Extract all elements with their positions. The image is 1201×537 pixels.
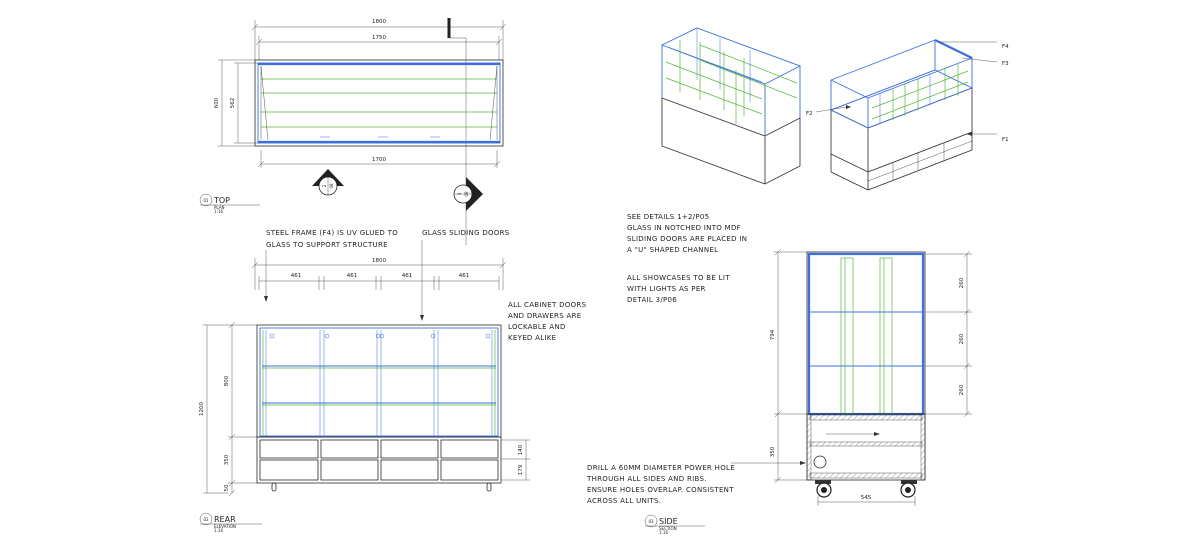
dim-overall-width: 1800 (251, 19, 507, 60)
isometric-view-right: F4 F3 F2 F1 (806, 39, 1009, 191)
svg-text:F2: F2 (806, 111, 813, 117)
note-glass-doors: GLASS SLIDING DOORS (420, 229, 510, 321)
svg-text:1:16: 1:16 (214, 528, 223, 533)
elevation-marker-b: 3 08 (453, 177, 483, 245)
view-title-top: 01 TOP PLAN 1:16 (199, 193, 260, 214)
svg-text:GLASS TO SUPPORT STRUCTURE: GLASS TO SUPPORT STRUCTURE (266, 241, 388, 249)
dim-text-1750: 1750 (372, 35, 386, 41)
svg-text:260: 260 (959, 277, 965, 288)
top-plan-view: 1800 1750 (199, 18, 507, 245)
svg-text:F3: F3 (1002, 61, 1009, 67)
svg-text:AND DRAWERS ARE: AND DRAWERS ARE (508, 312, 581, 320)
svg-text:ALL SHOWCASES TO BE LIT: ALL SHOWCASES TO BE LIT (627, 274, 730, 282)
svg-text:PLAN: PLAN (214, 205, 224, 210)
view-title-rear: 02 REAR ELEVATION 1:16 (199, 512, 262, 533)
svg-text:ENSURE HOLES OVERLAP. CONSISTE: ENSURE HOLES OVERLAP. CONSISTENT (587, 486, 734, 494)
dim-text-rear-1800: 1800 (372, 258, 386, 264)
svg-text:SECTION: SECTION (659, 526, 677, 531)
rear-height-dims: 1200 800 350 50 (199, 321, 257, 497)
svg-text:1:16: 1:16 (659, 530, 668, 535)
svg-text:DETAIL 3/P06: DETAIL 3/P06 (627, 296, 677, 304)
drawer-grid (259, 439, 499, 481)
dim-inner-width: 1750 (255, 35, 503, 60)
svg-text:GLASS SLIDING DOORS: GLASS SLIDING DOORS (422, 229, 510, 237)
svg-text:800: 800 (224, 375, 230, 386)
view-title-side: 03 SIDE SECTION 1:16 (644, 514, 705, 535)
svg-text:SIDE: SIDE (659, 517, 678, 526)
svg-text:STEEL FRAME (F4) IS UV GLUED T: STEEL FRAME (F4) IS UV GLUED TO (266, 229, 398, 237)
dim-text-600: 600 (214, 97, 220, 108)
svg-text:ALL CABINET DOORS: ALL CABINET DOORS (508, 301, 587, 309)
plan-outline (254, 59, 504, 147)
svg-text:SLIDING DOORS ARE PLACED IN: SLIDING DOORS ARE PLACED IN (627, 235, 747, 243)
side-width-dim: 545 (817, 495, 916, 506)
rear-drawer-dims: 140 179 (501, 439, 530, 481)
svg-text:1200: 1200 (199, 402, 205, 416)
note-details: SEE DETAILS 1+2/P05 GLASS IN NOTCHED INT… (627, 213, 747, 254)
castor-left-side (815, 480, 832, 498)
svg-text:461: 461 (402, 273, 413, 279)
dim-text-1700: 1700 (372, 157, 386, 163)
castor-left (271, 482, 277, 492)
svg-text:F4: F4 (1002, 44, 1009, 50)
svg-text:794: 794 (770, 329, 776, 340)
svg-text:50: 50 (224, 484, 230, 491)
svg-text:ACROSS ALL UNITS.: ACROSS ALL UNITS. (587, 497, 661, 505)
svg-text:350: 350 (224, 454, 230, 465)
svg-text:461: 461 (459, 273, 470, 279)
isometric-view-left (660, 27, 802, 185)
dim-bottom-width: 1700 (257, 150, 501, 168)
svg-text:REAR: REAR (214, 515, 236, 524)
note-power-hole: DRILL A 60MM DIAMETER POWER HOLE THROUGH… (586, 461, 806, 505)
svg-text:3: 3 (457, 192, 462, 195)
svg-text:350: 350 (770, 446, 776, 457)
side-height-dims: 794 350 (770, 248, 807, 484)
svg-text:TOP: TOP (213, 196, 230, 205)
iso-labels: F4 F3 F2 F1 (806, 41, 1009, 143)
svg-text:2: 2 (322, 184, 327, 187)
castor-right (486, 482, 492, 492)
svg-text:GLASS IN NOTCHED INTO MDF: GLASS IN NOTCHED INTO MDF (627, 224, 741, 232)
svg-text:SEE DETAILS 1+2/P05: SEE DETAILS 1+2/P05 (627, 213, 709, 221)
svg-text:179: 179 (518, 464, 524, 475)
svg-text:545: 545 (861, 495, 872, 501)
svg-text:260: 260 (959, 384, 965, 395)
note-steel-frame: STEEL FRAME (F4) IS UV GLUED TO GLASS TO… (264, 229, 398, 302)
dim-text-562: 562 (230, 98, 236, 109)
base-cabinet (256, 436, 502, 484)
castor-right-side (900, 480, 917, 498)
svg-text:02: 02 (203, 517, 209, 522)
elevation-marker-a: 2 08 (312, 169, 344, 196)
svg-text:03: 03 (648, 519, 654, 524)
svg-text:461: 461 (291, 273, 302, 279)
svg-text:THROUGH ALL SIDES AND RIBS.: THROUGH ALL SIDES AND RIBS. (586, 475, 707, 483)
power-hole (813, 455, 827, 469)
svg-text:08: 08 (464, 191, 469, 197)
dim-text-1800: 1800 (372, 19, 386, 25)
dim-depth: 600 562 (214, 59, 258, 147)
svg-text:A "U" SHAPED CHANNEL: A "U" SHAPED CHANNEL (627, 246, 718, 254)
note-lighting: ALL SHOWCASES TO BE LIT WITH LIGHTS AS P… (627, 274, 730, 304)
bay-dims: 461 461 461 461 (258, 273, 500, 290)
svg-text:ELEVATION: ELEVATION (214, 524, 236, 529)
svg-text:LOCKABLE AND: LOCKABLE AND (508, 323, 566, 331)
svg-text:WITH LIGHTS AS PER: WITH LIGHTS AS PER (627, 285, 706, 293)
svg-text:08: 08 (329, 183, 334, 189)
side-shelf-dims: 260 260 260 (925, 250, 972, 418)
side-section-view: 260 260 260 794 350 545 03 SIDE (644, 248, 972, 535)
svg-text:1:16: 1:16 (214, 209, 223, 214)
svg-text:260: 260 (959, 333, 965, 344)
svg-text:KEYED ALIKE: KEYED ALIKE (508, 334, 556, 342)
svg-text:DRILL A 60MM DIAMETER POWER HO: DRILL A 60MM DIAMETER POWER HOLE (587, 464, 735, 472)
svg-text:F1: F1 (1002, 137, 1009, 143)
note-cabinet-doors: ALL CABINET DOORS AND DRAWERS ARE LOCKAB… (508, 301, 587, 342)
svg-text:461: 461 (347, 273, 358, 279)
rear-elevation-view: 1800 461 461 461 461 (199, 258, 530, 533)
svg-text:140: 140 (518, 444, 524, 455)
svg-text:01: 01 (203, 198, 209, 203)
